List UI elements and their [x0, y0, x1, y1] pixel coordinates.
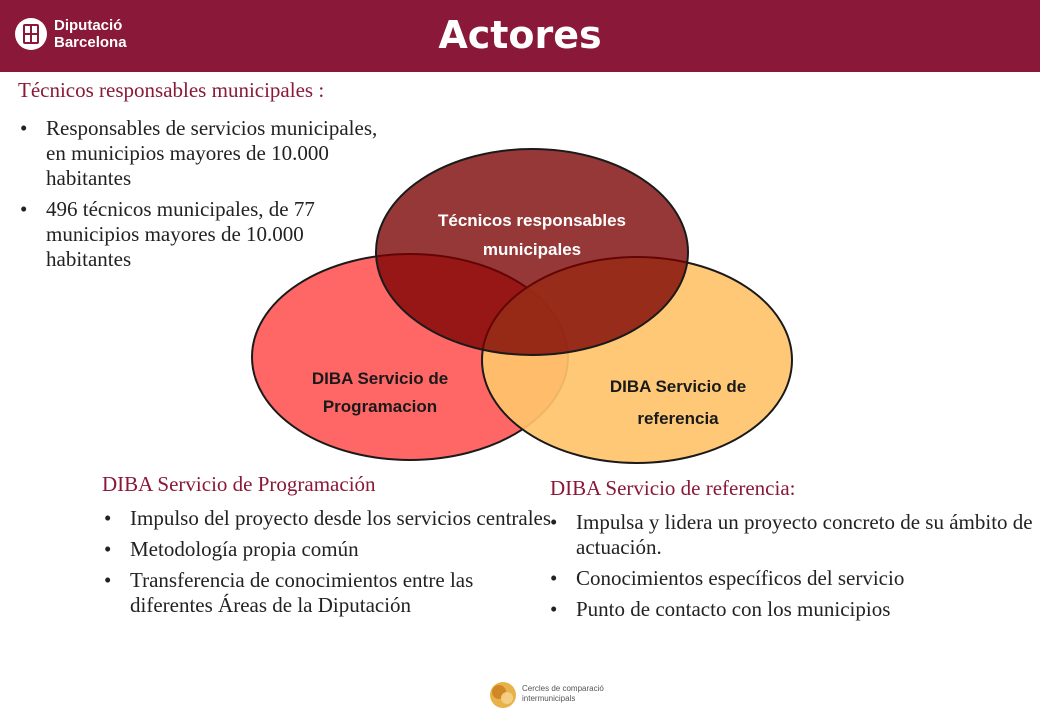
header-bar: Diputació Barcelona Actores — [0, 0, 1040, 72]
list-item: Punto de contacto con los municipios — [548, 597, 1038, 622]
list-item: Conocimientos específicos del servicio — [548, 566, 1038, 591]
venn-label-referencia-2: referencia — [637, 409, 719, 428]
programacion-heading: DIBA Servicio de Programación — [102, 472, 376, 496]
venn-circle-tecnicos — [375, 148, 689, 356]
venn-label-programacion-1: DIBA Servicio de — [312, 369, 448, 388]
venn-label-tecnicos-1: Técnicos responsables — [438, 211, 626, 230]
list-item: Transferencia de conocimientos entre las… — [102, 568, 552, 618]
venn-label-programacion-2: Programacion — [323, 397, 437, 416]
section-heading-tecnicos: Técnicos responsables municipales : — [18, 78, 325, 102]
brand-line-1: Diputació — [54, 17, 123, 34]
brand-line-2: Barcelona — [54, 34, 127, 51]
list-item: Metodología propia común — [102, 537, 552, 562]
footer-line-1: Cercles de comparació — [522, 684, 604, 693]
page-title: Actores — [438, 13, 602, 57]
programacion-bullet-list: Impulso del proyecto desde los servicios… — [102, 506, 552, 624]
footer-line-2: intermunicipals — [522, 694, 576, 703]
venn-label-referencia-1: DIBA Servicio de — [610, 377, 746, 396]
list-item: Impulso del proyecto desde los servicios… — [102, 506, 552, 531]
list-item: 496 técnicos municipales, de 77 municipi… — [18, 197, 388, 272]
footer-brand-text: Cercles de comparació intermunicipals — [522, 684, 612, 704]
tecnicos-bullet-list: Responsables de servicios municipales, e… — [18, 116, 388, 278]
brand-logo-text: Diputació Barcelona — [54, 17, 127, 51]
referencia-heading: DIBA Servicio de referencia: — [550, 476, 796, 500]
list-item: Responsables de servicios municipales, e… — [18, 116, 388, 191]
referencia-bullet-list: Impulsa y lidera un proyecto concreto de… — [548, 510, 1038, 628]
venn-label-tecnicos-2: municipales — [483, 240, 581, 259]
list-item: Impulsa y lidera un proyecto concreto de… — [548, 510, 1038, 560]
diputacio-shield-icon — [15, 18, 47, 50]
cercles-logo-icon — [490, 682, 516, 708]
